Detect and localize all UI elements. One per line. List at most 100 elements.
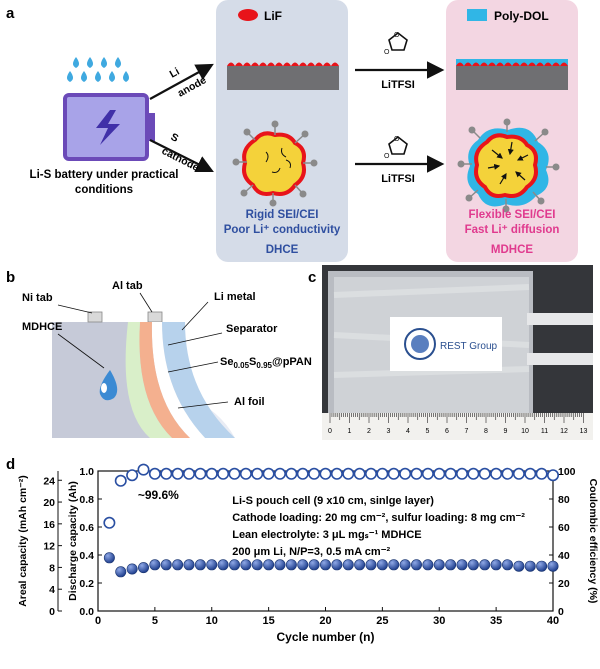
- capacity-point: [229, 559, 241, 571]
- ce-point: [183, 467, 196, 480]
- capacity-point: [319, 559, 331, 571]
- svg-text:O: O: [394, 136, 400, 143]
- y-tick-label-areal: 16: [43, 519, 55, 531]
- ce-point: [410, 467, 423, 480]
- ce-point: [433, 467, 446, 480]
- anode-top-label: Li: [168, 66, 182, 81]
- ruler-label: 2: [367, 428, 371, 435]
- y-tick-label-ce: 0: [558, 606, 564, 618]
- cathode-material-label: Se0.05S0.95@pPAN: [220, 356, 312, 370]
- ce-point: [148, 467, 161, 480]
- separator-label: Separator: [226, 323, 278, 335]
- capacity-point: [240, 559, 252, 571]
- y-tick-label-ah: 1.0: [79, 466, 94, 478]
- mdhce-leader: [57, 333, 105, 369]
- y-axis-title-areal: Areal capacity (mAh cm⁻²): [17, 475, 29, 607]
- ruler-label: 6: [445, 428, 449, 435]
- ruler-label: 11: [541, 428, 548, 435]
- ce-point: [126, 469, 139, 482]
- ce-point: [273, 467, 286, 480]
- dhce-anode-layer: [227, 62, 339, 90]
- mdhce-name: MDHCE: [491, 244, 533, 256]
- panel-d-label: d: [6, 456, 15, 473]
- dol-molecule-icon-2: O O: [384, 135, 408, 160]
- x-tick-label: 35: [490, 615, 502, 627]
- x-tick-label: 0: [95, 615, 101, 627]
- y-tick-label-ce: 80: [558, 494, 570, 506]
- capacity-point: [285, 559, 297, 571]
- ce-point: [217, 467, 230, 480]
- y-tick-label-areal: 12: [43, 541, 55, 553]
- cell-info-line: Cathode loading: 20 mg cm⁻², sulfur load…: [232, 512, 525, 524]
- y-tick-label-ah: 0.4: [79, 550, 94, 562]
- ruler-label: 1: [348, 428, 352, 435]
- y-tick-label-ah: 0.8: [79, 494, 94, 506]
- capacity-point: [138, 562, 150, 574]
- anode-arrow: [149, 63, 214, 100]
- x-tick-label: 30: [433, 615, 445, 627]
- ni-tab-label: Ni tab: [22, 292, 53, 304]
- x-tick-label: 25: [376, 615, 388, 627]
- cathode-top-label: S: [169, 131, 181, 145]
- x-tick-label: 15: [263, 615, 275, 627]
- capacity-point: [536, 560, 548, 572]
- capacity-point: [388, 559, 400, 571]
- capacity-point: [456, 559, 468, 571]
- mdhce-anode-layer: [456, 59, 568, 90]
- x-tick-label: 20: [319, 615, 331, 627]
- y-axis-title-ah: Discharge capacity (Ah): [67, 481, 79, 601]
- ce-point: [467, 467, 480, 480]
- mdhce-cathode-particle: [457, 118, 560, 213]
- dhce-name: DHCE: [266, 244, 299, 256]
- capacity-point: [160, 559, 172, 571]
- li-metal-leader: [181, 301, 209, 331]
- capacity-point: [206, 559, 218, 571]
- y-tick-label-areal: 20: [43, 497, 55, 509]
- ce-point: [353, 467, 366, 480]
- ruler-label: 13: [580, 428, 588, 435]
- y-tick-label-ah: 0.0: [79, 606, 94, 618]
- capacity-point: [251, 559, 263, 571]
- ce-point: [399, 467, 412, 480]
- dhce-desc-line1: Rigid SEI/CEI: [246, 209, 319, 221]
- y-tick-label-areal: 24: [43, 475, 55, 487]
- al-foil-label: Al foil: [234, 396, 265, 408]
- ce-point: [103, 516, 116, 529]
- y-tick-label-ah: 0.6: [79, 522, 94, 534]
- rest-group-logo: [390, 317, 502, 371]
- y-tick-label-areal: 4: [49, 584, 55, 596]
- ce-point: [421, 467, 434, 480]
- ce-point: [501, 467, 514, 480]
- ce-point: [262, 467, 275, 480]
- svg-text:O: O: [384, 153, 390, 160]
- capacity-point: [501, 559, 513, 571]
- panel-c-label: c: [308, 269, 316, 286]
- ce-point: [376, 467, 389, 480]
- ce-point: [490, 467, 503, 480]
- capacity-point: [342, 559, 354, 571]
- y-tick-label-areal: 0: [49, 606, 55, 618]
- ce-point: [239, 467, 252, 480]
- logo-text: REST Group: [440, 341, 497, 352]
- separator-leader: [167, 332, 223, 346]
- ce-point: [251, 467, 264, 480]
- ce-annotation: ~99.6%: [138, 488, 179, 502]
- water-drops-icon: [67, 57, 129, 82]
- capacity-point: [115, 566, 127, 578]
- ce-point: [160, 467, 173, 480]
- ce-point: [546, 469, 559, 482]
- ce-point: [171, 467, 184, 480]
- ruler-label: 7: [465, 428, 469, 435]
- cell-tab-top: [527, 313, 593, 325]
- ce-point: [114, 474, 127, 487]
- ce-point: [455, 467, 468, 480]
- ce-point: [137, 463, 150, 476]
- ce-point: [535, 467, 548, 480]
- capacity-point: [433, 559, 445, 571]
- mdhce-desc-line2: Fast Li⁺ diffusion: [465, 224, 560, 236]
- panel-a-label: a: [6, 5, 15, 22]
- capacity-point: [103, 552, 115, 564]
- ruler-label: 9: [504, 428, 508, 435]
